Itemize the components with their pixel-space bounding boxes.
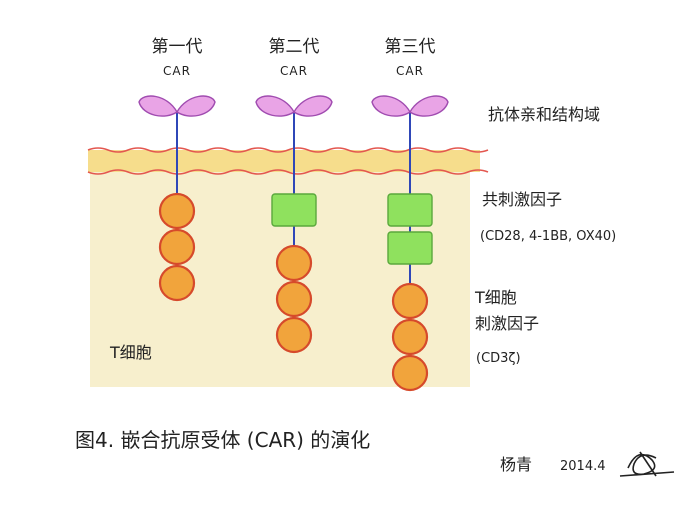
scfv-right-leaf — [176, 95, 216, 117]
generation-car-label: CAR — [396, 64, 424, 78]
cd3z-label: (CD3ζ) — [476, 351, 521, 366]
costim-domain — [387, 231, 433, 265]
scfv-left-leaf — [138, 95, 178, 117]
generation-title: 第三代 — [385, 37, 436, 57]
car-generation-3: 第三代 CAR — [371, 37, 449, 392]
cell-membrane — [88, 150, 480, 172]
membrane-upper-edge — [87, 147, 489, 153]
cd3z-domain — [391, 318, 429, 356]
handwritten-signature — [619, 451, 675, 477]
cd3z-domain — [158, 228, 196, 266]
cd3z-domain — [158, 192, 196, 230]
scfv-left-leaf — [371, 95, 411, 117]
car-generation-1: 第一代 CAR — [138, 37, 216, 302]
costim-label: 共刺激因子 — [482, 190, 562, 209]
generation-title: 第一代 — [152, 37, 203, 57]
generation-car-label: CAR — [280, 64, 308, 78]
cd3z-domain — [391, 354, 429, 392]
tcell-stim-label-line1: T细胞 — [474, 288, 517, 307]
author-name: 杨青 — [500, 455, 532, 474]
antigen-binding-label: 抗体亲和结构域 — [488, 105, 600, 124]
generation-car-label: CAR — [163, 64, 191, 78]
car-receptors: 第一代 CAR 第二代 CAR 第三代 CAR — [138, 37, 449, 392]
tcell-region-label: T细胞 — [109, 343, 152, 362]
cd3z-domain — [275, 280, 313, 318]
scfv-left-leaf — [255, 95, 295, 117]
car-generation-2: 第二代 CAR — [255, 37, 333, 354]
costim-examples-label: (CD28, 4-1BB, OX40) — [480, 229, 616, 244]
date-label: 2014.4 — [560, 459, 606, 474]
cd3z-domain — [391, 282, 429, 320]
costim-domain — [387, 193, 433, 227]
tcell-stim-label-line2: 刺激因子 — [475, 314, 539, 333]
figure-caption: 图4. 嵌合抗原受体 (CAR) 的演化 — [75, 428, 370, 452]
cd3z-domain — [275, 316, 313, 354]
generation-title: 第二代 — [269, 37, 320, 57]
cd3z-domain — [275, 244, 313, 282]
costim-domain — [271, 193, 317, 227]
membrane-lower-edge — [87, 169, 489, 175]
cd3z-domain — [158, 264, 196, 302]
scfv-right-leaf — [293, 95, 333, 117]
scfv-right-leaf — [409, 95, 449, 117]
